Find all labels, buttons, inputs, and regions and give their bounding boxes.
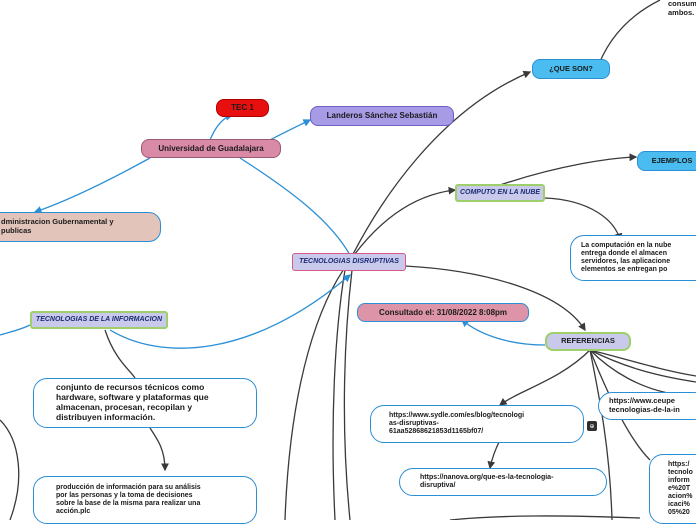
ti-node[interactable]: TECNOLOGIAS DE LA INFORMACION (30, 311, 168, 329)
ref-ceupe-node[interactable]: https://www.ceupe tecnologias-de-la-in (598, 392, 696, 420)
nube-description-node[interactable]: La computación en la nube entrega donde … (570, 235, 696, 281)
university-node[interactable]: Universidad de Guadalajara (141, 139, 281, 158)
central-node[interactable]: TECNOLOGIAS DISRUPTIVAS (292, 253, 406, 271)
author-node[interactable]: Landeros Sánchez Sebastián (310, 106, 454, 126)
ti-description-node[interactable]: conjunto de recursos técnicos como hardw… (33, 378, 257, 428)
ref-nanova-node[interactable]: https://nanova.org/que-es-la-tecnologia-… (399, 468, 607, 496)
ejemplos-node[interactable]: EJEMPLOS (637, 151, 696, 171)
que-son-node[interactable]: ¿QUE SON? (532, 59, 610, 79)
tec-node[interactable]: TEC 1 (216, 99, 269, 117)
referencias-node[interactable]: REFERENCIAS (545, 332, 631, 351)
ref-sydle-node[interactable]: https://www.sydle.com/es/blog/tecnologi … (370, 405, 584, 443)
career-node[interactable]: dministracion Gubernamental y publicas (0, 212, 161, 242)
consultado-node[interactable]: Consultado el: 31/08/2022 8:08pm (357, 303, 529, 322)
ti-production-node[interactable]: producción de información para su anális… (33, 476, 257, 524)
computo-nube-node[interactable]: COMPUTO EN LA NUBE (455, 184, 545, 202)
ref-partial-node[interactable]: https:/ tecnolo inform e%20T acion% icac… (649, 454, 696, 524)
link-icon[interactable]: ⊕ (587, 421, 597, 431)
top-right-partial-text: consum ambos. (668, 0, 696, 17)
